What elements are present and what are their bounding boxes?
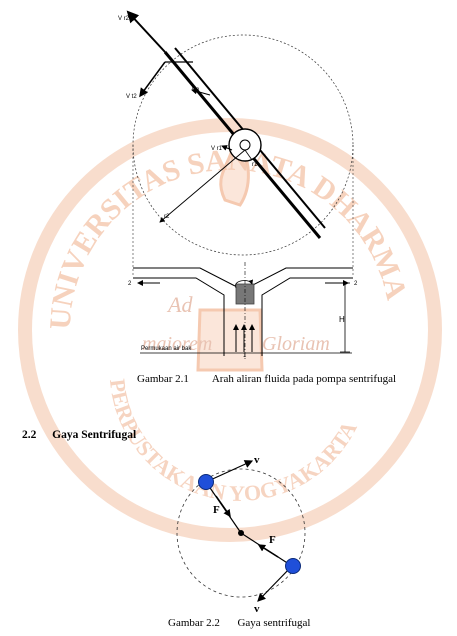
r2-radius [159,149,246,223]
label-vr2: V r2 [118,16,130,22]
pump-housing [133,267,353,356]
velocity-arrow-bottom [257,565,293,602]
label-outlet-left: 2 [128,281,132,287]
r1-radius [244,149,253,161]
figure-2-caption: Gambar 2.2 Gaya sentrifugal [168,617,310,629]
label-v-bottom: v [254,603,260,615]
label-outlet-right: 2 [354,281,358,287]
label-f-upper: F [213,504,220,516]
watermark-inner-middle: maiorem [142,333,212,355]
rotation-path-circle [176,468,306,598]
center-pivot [238,530,244,536]
figure-2-caption-text: Gaya sentrifugal [237,617,311,629]
watermark-inner-right: Gloriam [262,333,330,355]
v2-vector [191,88,211,96]
label-inlet: 1 [243,353,247,359]
label-v2: V2 [192,88,200,94]
label-height: H [339,315,345,324]
watermark-inner-top: Ad [166,292,193,317]
force-arrow-lower [257,544,279,558]
label-vr1: V r1 [211,146,223,152]
vr2-vector [126,10,166,53]
label-vt2: V t2 [126,94,137,100]
label-water-surface: Permukaan air bak [141,346,192,352]
figure-1-caption-number: Gambar 2.1 [137,373,189,385]
rotating-ball-top [198,474,214,490]
label-r1: r1 [252,162,258,168]
vt2-vector [139,61,166,98]
label-v-top: v [254,454,260,466]
vr1-vector [221,145,233,151]
label-r2: r2 [164,214,170,220]
force-arrow-upper [215,495,231,518]
velocity-arrow-top [205,460,254,483]
figure-1-caption: Gambar 2.1 Arah aliran fluida pada pompa… [137,373,396,385]
section-number: 2.2 [22,429,37,441]
section-heading: 2.2 Gaya Sentrifugal [22,429,136,441]
section-title: Gaya Sentrifugal [52,429,137,441]
rotating-ball-bottom [285,558,301,574]
figure-1-caption-text: Arah aliran fluida pada pompa sentrifuga… [211,373,397,385]
impeller-hub [228,128,262,162]
figure-2-caption-number: Gambar 2.2 [168,617,220,629]
label-f-lower: F [269,534,276,546]
